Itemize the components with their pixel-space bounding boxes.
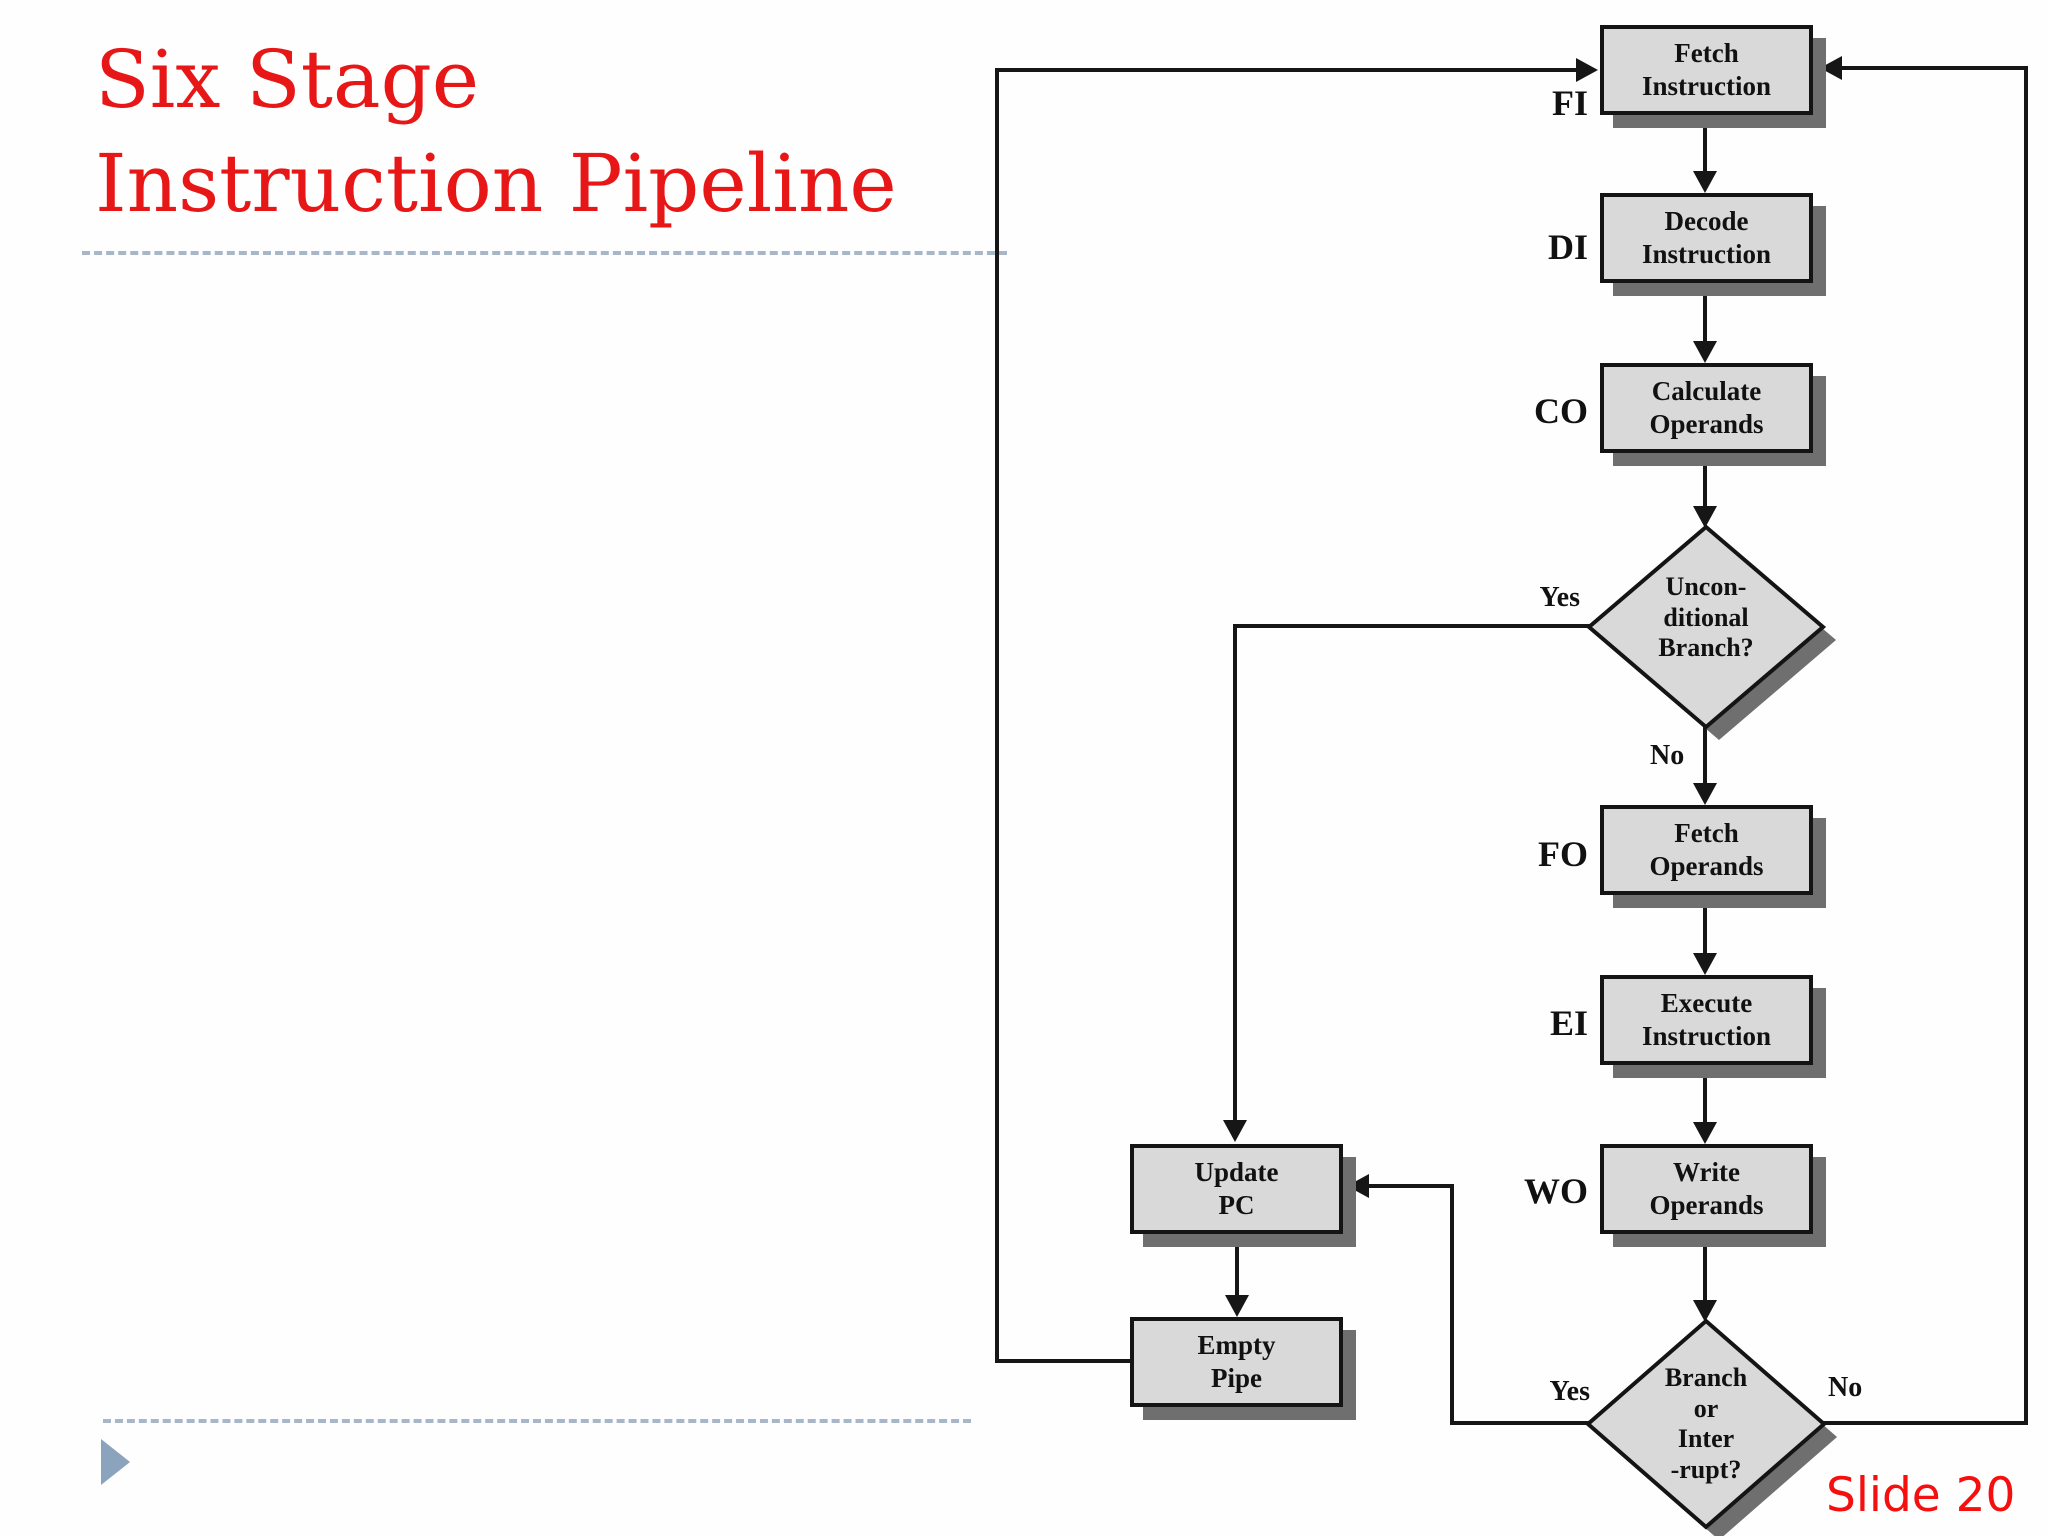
co-to-decision1-line xyxy=(1703,453,1707,508)
diamond-shape xyxy=(1584,1318,1828,1530)
wo-to-decision2-arrowhead-icon xyxy=(1693,1300,1717,1322)
fo-to-ei-line xyxy=(1703,895,1707,953)
decision1-yes-line xyxy=(1233,624,1592,628)
fi-to-di-line xyxy=(1703,115,1707,173)
di-to-co-arrowhead-icon xyxy=(1693,341,1717,363)
arrowhead-into-update-pc-right-icon xyxy=(1347,1174,1369,1198)
co-to-decision1-arrowhead-icon xyxy=(1693,506,1717,528)
write-operands-box: Write Operands xyxy=(1600,1144,1813,1234)
decision1-yes-vertical-line xyxy=(1233,624,1237,1122)
fo-to-ei-arrowhead-icon xyxy=(1693,953,1717,975)
decision1-no-line xyxy=(1703,727,1707,785)
decision2-no-line xyxy=(1822,1421,2028,1425)
decision-branch-or-interrupt-text: Branch or Inter -rupt? xyxy=(1664,1363,1748,1485)
di-to-co-line xyxy=(1703,283,1707,341)
loop-left-vertical-line xyxy=(995,68,999,1363)
stage-label-fi: FI xyxy=(1552,83,1588,123)
loop-right-vertical-line xyxy=(2024,66,2028,1423)
title-divider-dashed-line xyxy=(82,251,1007,255)
fetch-instruction-box: Fetch Instruction xyxy=(1600,25,1813,115)
decision1-yes-label: Yes xyxy=(1539,582,1580,613)
decision2-yes-line xyxy=(1450,1421,1590,1425)
decision2-yes-horizontal-line xyxy=(1367,1184,1452,1188)
arrowhead-into-fetch-right-icon xyxy=(1820,56,1842,80)
decision-unconditional-branch-diamond xyxy=(1585,524,1836,740)
loop-right-top-line xyxy=(1842,66,2028,70)
stage-label-ei: EI xyxy=(1549,1003,1588,1043)
decision-branch-or-interrupt-diamond xyxy=(1584,1318,1837,1536)
footer-divider-dashed-line xyxy=(103,1419,971,1423)
diamond-shape xyxy=(1585,524,1827,730)
empty-pipe-box: Empty Pipe xyxy=(1130,1317,1343,1407)
update-pc-box: Update PC xyxy=(1130,1144,1343,1234)
decision1-to-fo-arrowhead-icon xyxy=(1693,783,1717,805)
ei-to-wo-line xyxy=(1703,1065,1707,1124)
ei-to-wo-arrowhead-icon xyxy=(1693,1122,1717,1144)
loop-left-top-line xyxy=(995,68,1583,72)
slide-number: Slide 20 xyxy=(1826,1468,2016,1523)
decision1-no-label: No xyxy=(1650,740,1685,771)
play-triangle-icon xyxy=(101,1439,130,1485)
decode-instruction-box: Decode Instruction xyxy=(1600,193,1813,283)
stage-label-fo: FO xyxy=(1538,834,1588,874)
empty-pipe-exit-line xyxy=(995,1359,1132,1363)
stage-label-di: DI xyxy=(1547,227,1588,267)
slide-title: Six Stage Instruction Pipeline xyxy=(95,33,897,230)
fi-to-di-arrowhead-icon xyxy=(1693,171,1717,193)
decision-unconditional-branch-text: Uncon- ditional Branch? xyxy=(1658,572,1754,663)
fetch-operands-box: Fetch Operands xyxy=(1600,805,1813,895)
stage-label-co: CO xyxy=(1534,391,1588,431)
decision2-yes-vertical-line xyxy=(1450,1184,1454,1425)
calculate-operands-box: Calculate Operands xyxy=(1600,363,1813,453)
update-pc-to-empty-pipe-line xyxy=(1235,1234,1239,1297)
stage-label-wo: WO xyxy=(1523,1171,1588,1211)
decision2-yes-label: Yes xyxy=(1549,1376,1590,1407)
wo-to-decision2-line xyxy=(1703,1234,1707,1302)
update-pc-to-empty-pipe-arrowhead-icon xyxy=(1225,1295,1249,1317)
execute-instruction-box: Execute Instruction xyxy=(1600,975,1813,1065)
arrowhead-into-update-pc-top-icon xyxy=(1223,1120,1247,1142)
decision2-no-label: No xyxy=(1828,1372,1863,1403)
arrowhead-into-fetch-left-icon xyxy=(1576,58,1598,82)
